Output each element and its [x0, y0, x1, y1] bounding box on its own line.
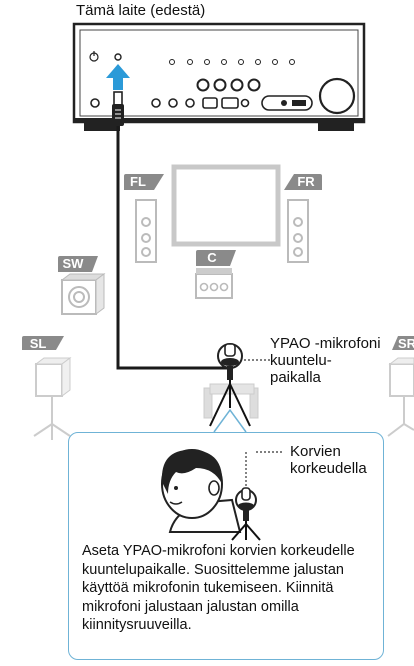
speaker-sr: SR	[387, 336, 414, 437]
insert-arrow-icon	[106, 64, 130, 90]
speaker-fr: FR	[284, 174, 322, 263]
device-title: Tämä laite (edestä)	[76, 2, 206, 19]
speaker-tag-fr: FR	[297, 174, 315, 189]
ypao-mic-jack	[114, 53, 122, 61]
mic-label-line2: kuuntelu-	[270, 352, 332, 369]
speaker-tag-c: C	[207, 250, 217, 265]
speaker-sw: SW	[58, 256, 106, 315]
usb-port	[281, 100, 287, 106]
receiver-foot-left	[84, 122, 120, 131]
tv-screen	[171, 164, 281, 247]
instruction-text: Aseta YPAO-mikrofoni korvien korkeudelle…	[82, 543, 355, 634]
ypao-microphone-icon	[217, 343, 243, 380]
mic-label-line3: paikalla	[270, 369, 321, 386]
source-buttons	[196, 78, 261, 92]
ear-height-line2: korkeudella	[290, 460, 367, 477]
mic-label-line1: YPAO -mikrofoni	[270, 335, 381, 352]
speaker-sl: SL	[22, 336, 72, 440]
speaker-c: C	[195, 250, 236, 299]
volume-knob	[318, 77, 356, 115]
speaker-tag-sr: SR	[398, 336, 414, 351]
power-icon	[89, 51, 99, 62]
speaker-tag-sl: SL	[30, 336, 47, 351]
mic-plug	[112, 91, 124, 126]
speaker-fl: FL	[124, 174, 164, 263]
front-panel-buttons	[90, 95, 313, 111]
mic-label: YPAO -mikrofoni kuuntelu- paikalla	[270, 335, 381, 386]
mic-tripod	[209, 380, 251, 427]
receiver-foot-right	[318, 122, 354, 131]
mic-cable	[116, 126, 230, 370]
indicator-dots	[169, 59, 295, 65]
speaker-tag-sw: SW	[63, 256, 85, 271]
aux-port	[292, 100, 306, 106]
instruction-callout	[68, 432, 384, 660]
ear-height-label: Korvien korkeudella	[290, 443, 367, 477]
speaker-tag-fl: FL	[130, 174, 146, 189]
av-receiver	[72, 22, 366, 131]
listening-chair	[203, 383, 259, 419]
callout-pointer	[213, 408, 247, 433]
ear-height-line1: Korvien	[290, 443, 341, 460]
